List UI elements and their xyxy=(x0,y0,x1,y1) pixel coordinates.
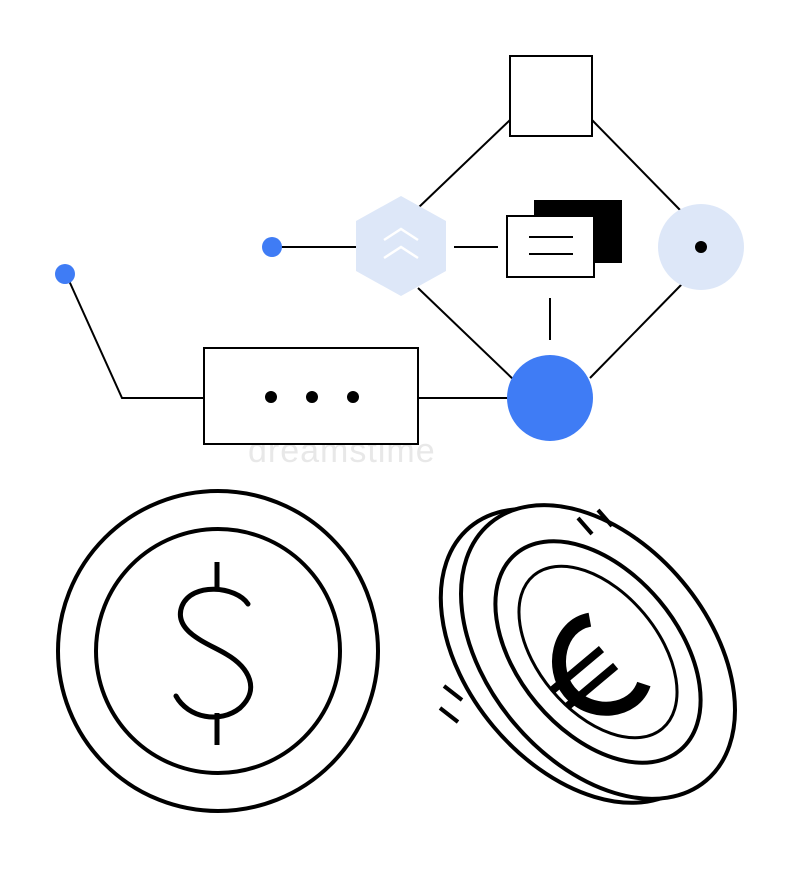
circle-dot-icon xyxy=(658,204,744,290)
square-node-icon xyxy=(509,55,593,137)
euro-coin-icon xyxy=(438,503,737,805)
blue-endpoint-dot-icon xyxy=(55,264,75,284)
blue-circle-node-icon xyxy=(507,355,593,441)
blue-endpoint-dot-icon xyxy=(262,237,282,257)
document-stack-icon xyxy=(506,200,622,278)
hexagon-chevron-icon xyxy=(356,196,446,296)
network-lines xyxy=(65,119,683,399)
dots-box-icon xyxy=(203,347,419,445)
dollar-coin-icon xyxy=(56,489,380,813)
